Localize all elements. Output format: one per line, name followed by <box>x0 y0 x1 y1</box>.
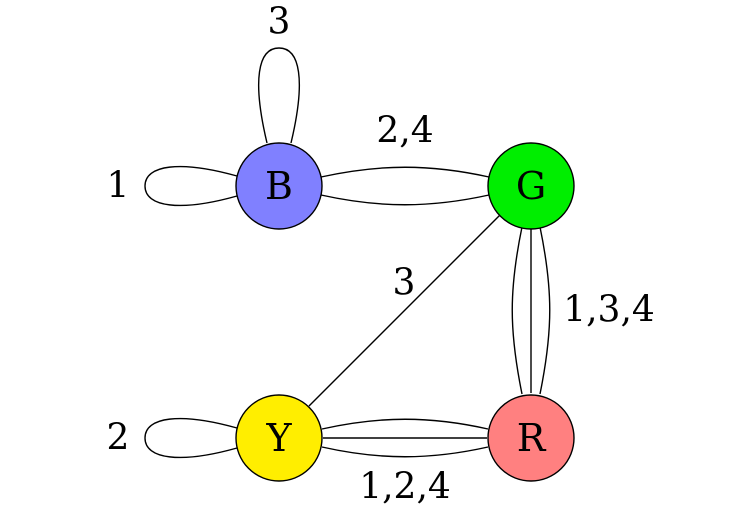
label-y-loop-left: 2 <box>107 418 130 459</box>
label-y-r: 1,2,4 <box>359 467 451 508</box>
label-b-loop-left: 1 <box>107 166 130 207</box>
node-r: R <box>487 394 575 482</box>
node-y-circle <box>235 394 323 482</box>
node-r-circle <box>487 394 575 482</box>
node-y-label: Y <box>265 416 292 460</box>
node-r-label: R <box>517 416 547 460</box>
node-g-label: G <box>516 164 546 208</box>
label-g-r: 1,3,4 <box>563 290 655 331</box>
node-b-circle <box>235 142 323 230</box>
edge-y-r-upper <box>321 418 489 430</box>
edge-y-r-lower <box>321 446 489 458</box>
edge-b-g-upper <box>320 166 490 178</box>
edge-g-r-left <box>511 226 523 395</box>
label-b-g: 2,4 <box>376 111 433 152</box>
node-g-circle <box>487 142 575 230</box>
edge-g-y <box>308 214 501 407</box>
node-g: G <box>487 142 575 230</box>
edge-b-loop-top <box>257 47 301 144</box>
edge-b-loop-left <box>144 165 238 207</box>
label-b-loop-top: 3 <box>268 2 291 43</box>
node-b: B <box>235 142 323 230</box>
edge-b-g-lower <box>320 194 490 206</box>
edge-g-r-right <box>539 226 551 395</box>
node-b-label: B <box>265 164 293 208</box>
label-g-y: 3 <box>393 263 416 304</box>
edge-y-loop-left <box>144 417 238 459</box>
node-y: Y <box>235 394 323 482</box>
